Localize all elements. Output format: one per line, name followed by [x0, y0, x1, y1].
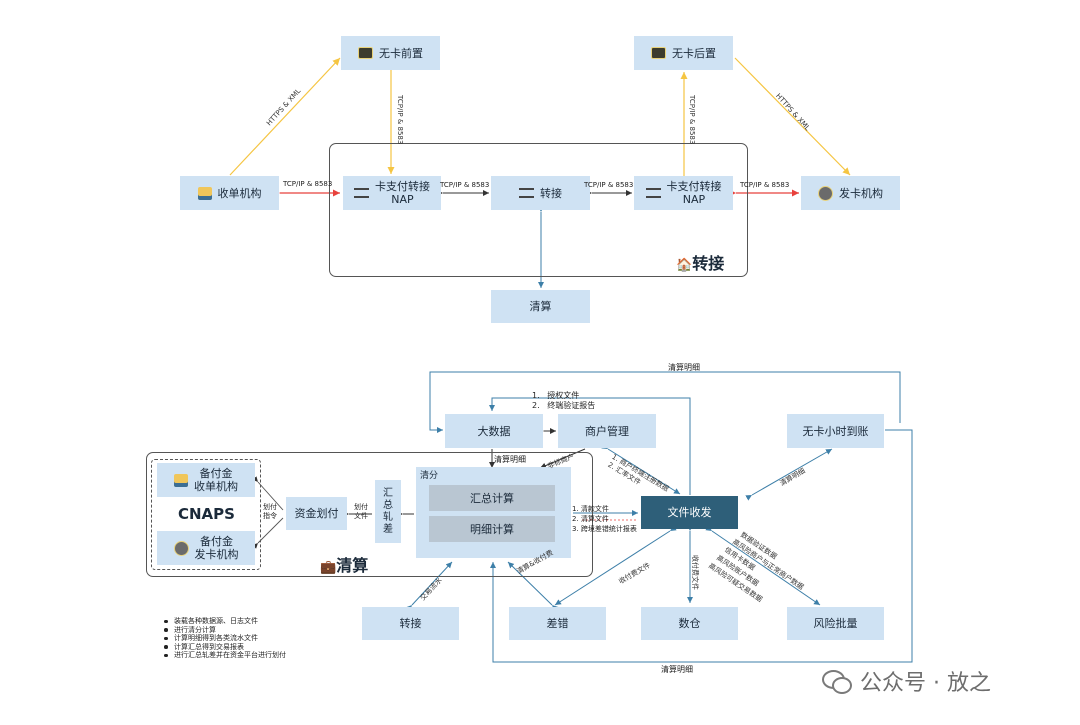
clearing-node: 清分 汇总计算 明细计算	[416, 467, 571, 558]
edge-file-nocard	[745, 448, 833, 501]
edge-switch-clear	[405, 561, 453, 612]
settlement-frame-title: 💼清算	[320, 556, 369, 575]
bank-icon	[173, 540, 189, 556]
watermark-text: 公众号 · 放之	[860, 671, 991, 696]
router-icon	[519, 188, 534, 198]
edge-label-tcp-1: TCP/IP & 8583	[283, 180, 333, 188]
building-card-icon	[174, 473, 188, 487]
no-card-front-node[interactable]: 无卡前置	[341, 36, 440, 70]
edge-back-to-issuer	[734, 57, 851, 176]
card-icon	[651, 47, 666, 59]
summary-calc-node[interactable]: 汇总计算	[429, 485, 555, 511]
watermark: 公众号 · 放之	[822, 665, 991, 697]
switch-frame	[329, 143, 748, 277]
merchant-mgmt-node[interactable]: 商户管理	[558, 414, 656, 448]
switch-node[interactable]: 转接	[491, 176, 590, 210]
note-item: 计算汇总得到交易报表	[162, 643, 286, 652]
no-card-back-node[interactable]: 无卡后置	[634, 36, 733, 70]
reserve-subframe	[151, 459, 261, 570]
file-exchange-node[interactable]: 文件收发	[641, 496, 738, 529]
detail-calc-node[interactable]: 明细计算	[429, 516, 555, 542]
edge-label-auth-2: 2. 终端验证报告	[532, 401, 596, 410]
edge-label-transfer-cmd: 划付 指令	[263, 503, 277, 520]
edge-label-settle-bottom: 清算明细	[661, 665, 693, 674]
note-item: 进行汇总轧差并在资金平台进行划付	[162, 651, 286, 660]
edge-error-clear	[507, 561, 559, 612]
edge-file-risk	[705, 525, 821, 606]
summary-recon-node[interactable]: 汇 总 轧 差	[375, 480, 401, 543]
edge-label-files-1: 1. 清款文件	[572, 505, 609, 513]
error-node[interactable]: 差错	[509, 607, 606, 640]
wechat-icon	[822, 670, 852, 694]
note-item: 装载各种数据源、日志文件	[162, 617, 286, 626]
edge-label-files-2: 2. 清算文件	[572, 515, 609, 523]
router-icon	[645, 188, 661, 198]
fund-transfer-node[interactable]: 资金划付	[286, 497, 347, 530]
edge-label-settle-mid: 清算明细	[494, 455, 526, 464]
nap-right-node[interactable]: 卡支付转接 NAP	[634, 176, 733, 210]
switch-frame-title: 🏠转接	[676, 254, 725, 273]
edge-label-tcp-2: TCP/IP & 8583	[440, 181, 490, 189]
risk-batch-node[interactable]: 风险批量	[787, 607, 884, 640]
reserve-issuer-node[interactable]: 备付金 发卡机构	[157, 531, 255, 565]
note-item: 计算明细得到各类流水文件	[162, 634, 286, 643]
card-icon	[358, 47, 373, 59]
acquirer-node[interactable]: 收单机构	[180, 176, 279, 210]
data-warehouse-node[interactable]: 数仓	[641, 607, 738, 640]
edge-label-files-3: 3. 跨境差错统计报表	[572, 525, 637, 533]
notes-list: 装载各种数据源、日志文件 进行清分计算 计算明细得到各类流水文件 计算汇总得到交…	[162, 617, 286, 660]
edge-acquirer-to-front	[229, 57, 341, 176]
edge-file-error	[554, 525, 677, 606]
settlement-node[interactable]: 清算	[491, 290, 590, 323]
settlement-frame-icon: 💼	[320, 560, 337, 575]
issuer-node[interactable]: 发卡机构	[801, 176, 900, 210]
clearing-title: 清分	[420, 471, 439, 481]
cnaps-label: CNAPS	[178, 505, 235, 523]
switch-bottom-node[interactable]: 转接	[362, 607, 459, 640]
no-card-hour-node[interactable]: 无卡小时到账	[787, 414, 884, 448]
settlement-frame	[146, 452, 593, 577]
building-card-icon	[197, 186, 212, 200]
edge-label-tcp-4: TCP/IP & 8583	[740, 181, 790, 189]
switch-frame-icon: 🏠	[676, 258, 693, 273]
bank-icon	[818, 185, 833, 201]
nap-left-node[interactable]: 卡支付转接 NAP	[343, 176, 441, 210]
edge-label-settle-top: 清算明细	[668, 363, 700, 372]
edge-label-tcp-up: TCP/IP & 8583	[688, 95, 696, 145]
edge-label-auth-1: 1. 授权文件	[532, 391, 580, 400]
edge-reserve-acq	[252, 476, 284, 511]
edge-settle-bottom-loop	[490, 429, 913, 663]
reserve-acquirer-node[interactable]: 备付金 收单机构	[157, 463, 255, 497]
edge-reserve-iss	[252, 517, 284, 549]
edge-label-tcp-3: TCP/IP & 8583	[584, 181, 634, 189]
router-icon	[354, 188, 369, 198]
big-data-node[interactable]: 大数据	[445, 414, 543, 448]
note-item: 进行清分计算	[162, 626, 286, 635]
edge-label-tcp-down: TCP/IP & 8583	[396, 95, 404, 145]
edge-label-fee-file-2: 收付费文件	[691, 555, 699, 590]
edge-file-to-bigdata	[489, 397, 691, 495]
edge-label-transfer-file: 划付 文件	[354, 503, 368, 520]
edge-merchant-file	[601, 443, 681, 495]
edge-settle-top-loop	[429, 371, 901, 433]
